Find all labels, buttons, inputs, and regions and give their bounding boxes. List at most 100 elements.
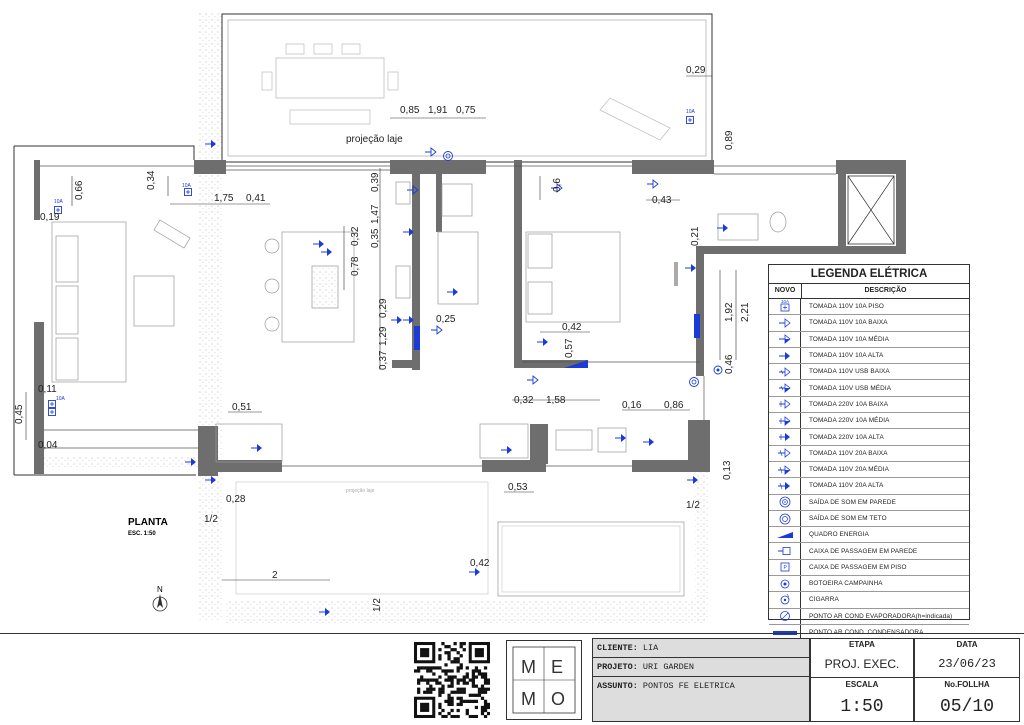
- logo-letter: E: [551, 657, 563, 677]
- legend-label: CAIXA DE PASSAGEM EM PISO: [809, 563, 907, 571]
- outlet-220-mid-icon: [769, 413, 801, 429]
- ac-condenser-icon: [769, 624, 801, 641]
- cliente-label: CLIENTE:: [597, 643, 638, 653]
- wall-speaker-icon: [769, 494, 801, 510]
- outlet-220-low-icon: [769, 396, 801, 413]
- legend-symbol-tag: 10A: [781, 300, 789, 304]
- legend-label: TOMADA 220V 10A BAIXA: [809, 400, 889, 408]
- legend-row: PONTO AR COND. CONDENSADORA: [769, 624, 969, 641]
- legend-row: TOMADA 110V USB MÉDIA: [769, 380, 969, 397]
- dimension: 0,41: [246, 193, 266, 204]
- qr-code-icon: [414, 642, 491, 719]
- outlet-20a-high-icon: [769, 478, 801, 494]
- legend-row: TOMADA 110V 10A BAIXA: [769, 315, 969, 332]
- data-label: DATA: [956, 640, 978, 649]
- folha-value: 05/10: [939, 697, 994, 717]
- dimension: 0,25: [436, 314, 456, 325]
- dimension: 0,57: [564, 338, 575, 358]
- dimension: 0,35: [370, 228, 381, 248]
- legend-label: TOMADA 110V 20A MÉDIA: [809, 466, 890, 474]
- dimension: 0,21: [690, 226, 701, 246]
- dimension: 0,13: [722, 460, 733, 480]
- legend-label: PONTO AR COND EVAPORADORA(h=indicada): [809, 612, 953, 620]
- dimension: 1,75: [214, 193, 234, 204]
- plan-scale: ESC. 1:50: [128, 531, 156, 537]
- legend-row: CIGARRA: [769, 592, 969, 609]
- dimension: 0,45: [14, 404, 25, 424]
- legend-row: TOMADA 110V USB BAIXA: [769, 364, 969, 381]
- dimension: 1/2: [372, 598, 383, 612]
- dimension: 1/2: [204, 514, 218, 525]
- legend-row: CAIXA DE PASSAGEM EM PAREDE: [769, 543, 969, 560]
- legend-row: 10A TOMADA 110V 10A PISO: [769, 299, 969, 316]
- dimension: 0,16: [622, 400, 642, 411]
- wall-junction-box-icon: [769, 543, 801, 559]
- ac-evaporator-icon: [769, 608, 801, 624]
- logo-letter: M: [521, 689, 536, 709]
- dimension: 0,75: [456, 105, 476, 116]
- legend-label: TOMADA 110V USB MÉDIA: [809, 384, 892, 392]
- dimension: 0,28: [226, 494, 246, 505]
- ceiling-speaker-icon: [769, 510, 801, 527]
- legend-symbol-tag: P: [783, 565, 787, 571]
- outlet-20a-low-icon: [769, 445, 801, 461]
- dimension: 0,86: [664, 400, 684, 411]
- legend-row: TOMADA 110V 10A MÉDIA: [769, 331, 969, 348]
- project-info: CLIENTE: LIA PROJETO: URI GARDEN ASSUNTO…: [592, 638, 810, 722]
- cliente-value: LIA: [642, 643, 659, 653]
- legend-row: PONTO AR COND EVAPORADORA(h=indicada): [769, 608, 969, 625]
- legend-label: TOMADA 110V 20A ALTA: [809, 482, 884, 490]
- legend-row: SAÍDA DE SOM EM PAREDE: [769, 494, 969, 511]
- legend-header: NOVO DESCRIÇÃO: [769, 284, 969, 299]
- escala-value: 1:50: [840, 697, 884, 717]
- dimension: 0,19: [40, 212, 60, 223]
- outlet-20a-mid-icon: [769, 461, 801, 478]
- logo-letter: M: [521, 657, 536, 677]
- dimension: 0,04: [38, 440, 58, 451]
- legend-col-desc: DESCRIÇÃO: [864, 287, 907, 294]
- doorbell-button-icon: [769, 576, 801, 592]
- dimension: 0,89: [724, 130, 735, 150]
- legend-row: TOMADA 110V 20A ALTA: [769, 478, 969, 495]
- outlet-mid-icon: [769, 331, 801, 347]
- dimension: 0,29: [378, 298, 389, 318]
- legend-label: TOMADA 220V 10A ALTA: [809, 433, 884, 441]
- projeto-value: URI GARDEN: [642, 662, 694, 672]
- dimension: 0,32: [514, 395, 534, 406]
- floor-outlet-icon: 10A: [769, 299, 801, 315]
- dimension: 1,91: [428, 105, 448, 116]
- legend-label: TOMADA 220V 10A MÉDIA: [809, 417, 890, 425]
- legend-label: TOMADA 110V 10A PISO: [809, 303, 884, 311]
- legend-row: TOMADA 110V 10A ALTA: [769, 347, 969, 365]
- memo-logo: M E M O: [506, 640, 582, 720]
- outlet-220-high-icon: [769, 429, 801, 445]
- assunto-label: ASSUNTO:: [597, 681, 638, 691]
- legend-label: CIGARRA: [809, 596, 839, 604]
- legend-label: BOTOEIRA CAMPAINHA: [809, 580, 883, 588]
- legend-label: TOMADA 110V 10A MÉDIA: [809, 335, 890, 343]
- dimension: 0,42: [562, 322, 582, 333]
- legend-label: CAIXA DE PASSAGEM EM PAREDE: [809, 547, 918, 555]
- legend-col-new: NOVO: [769, 284, 802, 298]
- etapa-label: ETAPA: [849, 640, 875, 649]
- outlet-tag: 10A: [686, 109, 696, 115]
- dimension: 0,78: [350, 256, 361, 276]
- outlet-low-icon: [769, 315, 801, 331]
- dimension: 0,39: [370, 172, 381, 192]
- legend-label: SAÍDA DE SOM EM TETO: [809, 515, 887, 522]
- dimension: 1,58: [546, 395, 566, 406]
- dimension: 0,34: [146, 170, 157, 190]
- outlet-tag: 10A: [182, 183, 192, 189]
- dimension: 1,29: [378, 326, 389, 346]
- dimension: 0,85: [400, 105, 420, 116]
- dimension: 1,47: [370, 204, 381, 224]
- dimension: 0,53: [508, 482, 528, 493]
- usb-outlet-mid-icon: [769, 380, 801, 396]
- dimension: 0,32: [350, 226, 361, 246]
- legend-label: PONTO AR COND. CONDENSADORA: [809, 629, 924, 637]
- stage-scale-box: ETAPA PROJ. EXEC. ESCALA 1:50: [810, 638, 914, 722]
- legend-label: TOMADA 110V USB BAIXA: [809, 368, 890, 376]
- dimension: 0,66: [74, 180, 85, 200]
- assunto-value: PONTOS FE ELETRICA: [642, 681, 735, 691]
- legend-row: BOTOEIRA CAMPAINHA: [769, 576, 969, 593]
